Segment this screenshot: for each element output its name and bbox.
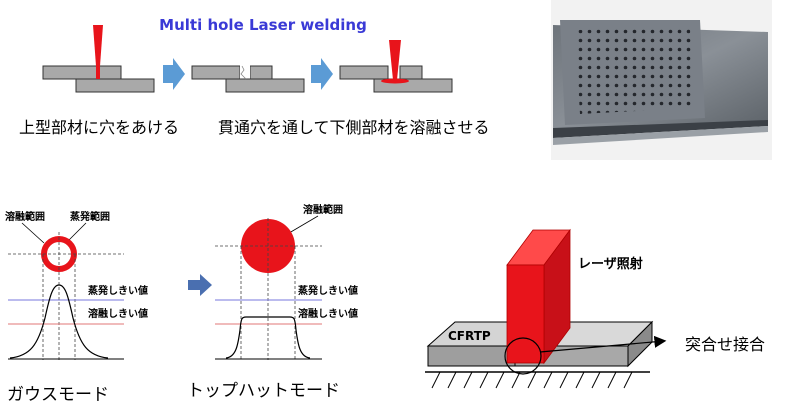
tophat-evap-threshold-label: 蒸発しきい値 (298, 284, 358, 297)
tophat-mode-diagram: 溶融範囲 蒸発しきい値 溶融しきい値 トップハットモード (187, 203, 358, 401)
joint-label: 突合せ接合 (685, 335, 765, 354)
gauss-evap-threshold-label: 蒸発しきい値 (88, 284, 148, 297)
material-label: CFRTP (448, 329, 491, 343)
tophat-profile-curve (225, 316, 311, 359)
laser-beam-icon (93, 25, 103, 66)
tophat-melt-threshold-label: 溶融しきい値 (298, 307, 358, 320)
process-title: Multi hole Laser welding (159, 16, 367, 34)
caption-drill: 上型部材に穴をあける (19, 118, 179, 137)
tophat-mode-caption: トップハットモード (187, 381, 340, 401)
laser-label: レーザ照射 (578, 256, 643, 272)
gauss-mode-diagram: 溶融範囲 蒸発範囲 蒸発しきい値 溶融しきい値 ガウスモード (5, 210, 148, 405)
step1-drill-illustration (42, 25, 155, 93)
caption-melt: 貫通穴を通して下側部材を溶融させる (218, 118, 490, 137)
laser-beam-icon-2 (389, 40, 401, 80)
gauss-melt-range-label: 溶融範囲 (5, 210, 45, 223)
tophat-melt-range-label: 溶融範囲 (303, 203, 343, 216)
gauss-mode-caption: ガウスモード (7, 385, 109, 405)
specimen-photo (551, 0, 772, 160)
gauss-melt-threshold-label: 溶融しきい値 (88, 307, 148, 320)
fixture-hatch (431, 371, 633, 389)
laser-head-icon (506, 264, 545, 364)
gauss-evap-range-label: 蒸発範囲 (70, 210, 110, 223)
butt-joint-diagram: CFRTP レーザ照射 突合せ接合 (425, 228, 765, 389)
step-arrow-icon (163, 58, 185, 90)
step-arrow-icon-2 (311, 58, 333, 90)
step3-melt-illustration (339, 40, 453, 93)
joint-highlight-circle (504, 337, 542, 375)
mode-arrow-icon (188, 274, 212, 296)
step2-hole-illustration (191, 64, 305, 93)
gauss-profile-curve (9, 284, 109, 359)
